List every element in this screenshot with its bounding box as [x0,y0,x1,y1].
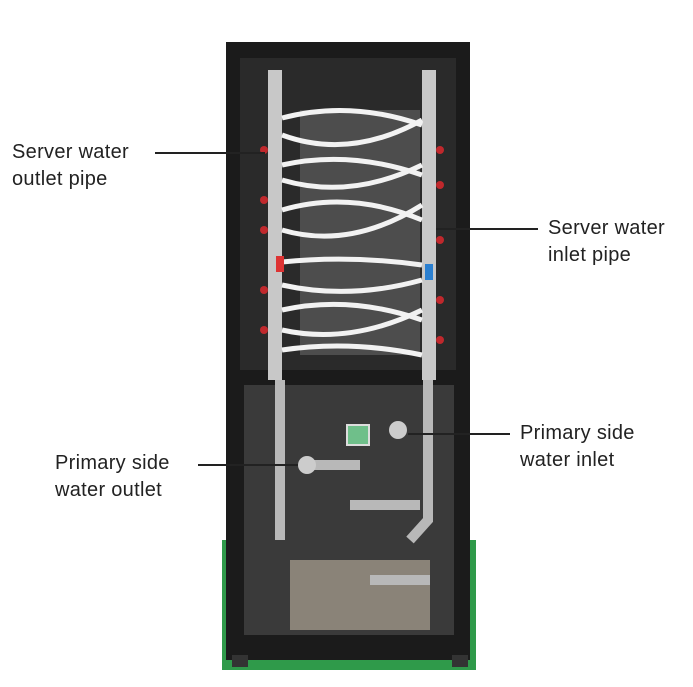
primary-side-water-inlet-label: Primary side water inlet [520,420,635,474]
primary-inlet-valve [389,421,407,439]
label-line: outlet pipe [12,168,108,190]
label-line: inlet pipe [548,244,632,266]
flow-meter-display [346,424,370,446]
server-outlet-leader [155,152,265,154]
server-inlet-leader [436,228,538,230]
valves [260,146,444,344]
label-line: Server water [548,217,665,239]
wheels [232,655,468,667]
tubes [281,108,424,358]
label-line: water inlet [520,449,615,471]
outlet-arrow-tag [276,256,284,272]
server-inlet-pipe [422,70,436,380]
inlet-arrow-tag [425,264,433,280]
label-line: water outlet [55,479,162,501]
primary-inlet-leader [408,433,510,435]
server-water-inlet-pipe-label: Server water inlet pipe [548,215,665,269]
label-line: Primary side [520,422,635,444]
label-line: Server water [12,141,129,163]
server-water-outlet-pipe-label: Server water outlet pipe [12,139,129,193]
primary-side-water-outlet-label: Primary side water outlet [55,450,170,504]
label-line: Primary side [55,452,170,474]
server-outlet-pipe [268,70,282,380]
bottom-panel [290,560,430,630]
primary-outlet-leader [198,464,298,466]
primary-outlet-valve [298,456,316,474]
